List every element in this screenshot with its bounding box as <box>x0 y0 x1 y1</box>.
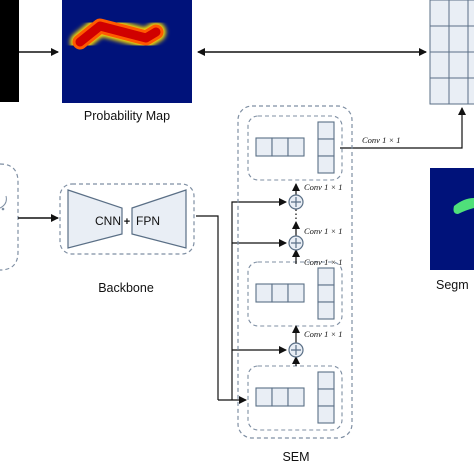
grid-cell <box>467 25 474 53</box>
plus-node-2 <box>288 235 304 251</box>
feature-row-cell <box>271 283 289 303</box>
probability-map-label: Probability Map <box>84 109 170 123</box>
feature-row-cell <box>271 137 289 157</box>
sem-to-grid-arrow <box>340 107 466 149</box>
feature-col-cell <box>317 121 335 140</box>
feature-col-cell <box>317 284 335 303</box>
sem-block-1 <box>247 115 343 181</box>
grid-cell <box>467 0 474 27</box>
sem-block-border <box>247 115 343 181</box>
grid-cell <box>448 25 469 53</box>
sem-label: SEM <box>282 450 309 464</box>
feature-col-cell <box>317 155 335 174</box>
sem-feature-blocks <box>247 115 343 431</box>
backbone-box <box>59 183 195 255</box>
probability-map-heatmap <box>62 0 192 103</box>
fpn-label: FPN <box>136 214 160 228</box>
input-dot <box>1 207 5 211</box>
feature-row-cell <box>287 387 305 407</box>
cnn-label: CNN <box>95 214 121 228</box>
grid-cell <box>467 51 474 79</box>
feature-row-cell <box>287 283 305 303</box>
conv-label-3: Conv 1 × 1 <box>304 182 343 192</box>
feature-row-cell <box>255 283 273 303</box>
conv-top-label: Conv 1 × 1 <box>362 135 401 145</box>
plus-node-3 <box>288 194 304 210</box>
grid-cell <box>429 0 450 27</box>
sem-box <box>237 105 353 439</box>
grid-cell <box>429 77 450 105</box>
input-image-crop <box>0 0 19 102</box>
grid-cell <box>448 51 469 79</box>
plus-node-1 <box>288 342 304 358</box>
grid-cell <box>448 77 469 105</box>
grid-cell <box>467 77 474 105</box>
grid-cell <box>448 0 469 27</box>
input-curve <box>0 195 7 209</box>
segmentation-image <box>430 168 474 270</box>
sem-block-3 <box>247 365 343 431</box>
feature-col-cell <box>317 267 335 286</box>
sem-block-border <box>247 365 343 431</box>
plus-label: + <box>124 216 130 228</box>
backbone-label: Backbone <box>98 281 154 295</box>
grid-cell <box>429 25 450 53</box>
input-box-crop <box>0 163 19 271</box>
conv-label-2: Conv 1 × 1 <box>304 226 343 236</box>
feature-row-cell <box>287 137 305 157</box>
feature-row-cell <box>271 387 289 407</box>
feature-col-cell <box>317 388 335 407</box>
ellipsis-dots: ⋮ <box>290 207 302 221</box>
feature-row-cell <box>255 137 273 157</box>
conv-label-1: Conv 1 × 1 <box>304 329 343 339</box>
sem-block-2 <box>247 261 343 327</box>
output-grid <box>429 0 474 105</box>
segmentation-blob <box>453 198 474 214</box>
feature-col-cell <box>317 371 335 390</box>
feature-row-cell <box>255 387 273 407</box>
backbone-to-sem-connectors <box>196 198 287 404</box>
conv-label-4: Conv 1 × 1 <box>304 257 343 267</box>
feature-col-cell <box>317 138 335 157</box>
fpn-trapezoid <box>131 189 187 249</box>
feature-col-cell <box>317 405 335 424</box>
segm-label: Segm <box>436 278 469 292</box>
feature-col-cell <box>317 301 335 320</box>
sem-block-border <box>247 261 343 327</box>
cnn-trapezoid <box>67 189 123 249</box>
grid-cell <box>429 51 450 79</box>
